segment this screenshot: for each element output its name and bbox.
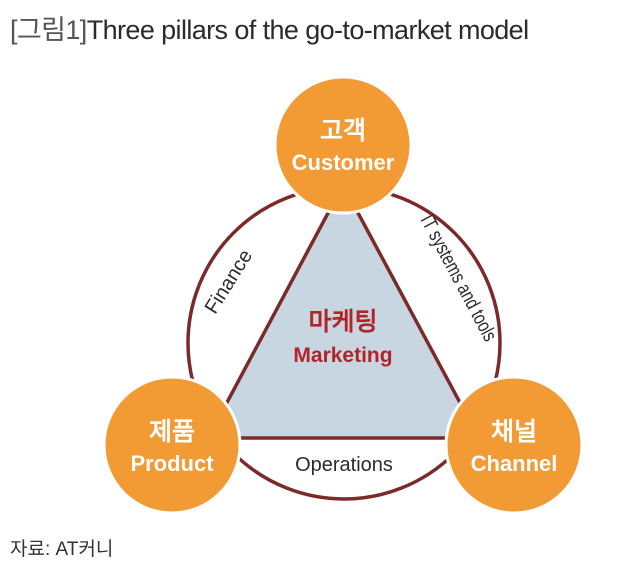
node-product: 제품 Product bbox=[102, 375, 242, 515]
edge-label-it-systems: IT systems and tools bbox=[416, 211, 501, 345]
node-customer-label-kr: 고객 bbox=[320, 117, 366, 145]
node-product-label-en: Product bbox=[130, 451, 214, 476]
marketing-triangle bbox=[206, 183, 481, 440]
node-product-label-kr: 제품 bbox=[149, 418, 195, 446]
source-note: 자료: AT커니 bbox=[10, 539, 114, 560]
node-channel-label-en: Channel bbox=[471, 451, 558, 476]
node-channel: 채널 Channel bbox=[444, 375, 584, 515]
node-customer: 고객 Customer bbox=[273, 75, 413, 215]
figure-title: [그림1]Three pillars of the go-to-market m… bbox=[10, 8, 529, 47]
node-product-circle bbox=[102, 375, 242, 515]
node-customer-circle bbox=[273, 75, 413, 215]
edge-label-finance: Finance bbox=[201, 246, 257, 318]
node-channel-circle bbox=[444, 375, 584, 515]
center-label-kr: 마케팅 bbox=[308, 308, 377, 336]
node-customer-label-en: Customer bbox=[292, 150, 395, 175]
figure-tag: [그림1] bbox=[10, 15, 87, 45]
node-channel-label-kr: 채널 bbox=[491, 418, 537, 446]
center-label-en: Marketing bbox=[293, 344, 392, 367]
figure-title-text: Three pillars of the go-to-market model bbox=[86, 15, 529, 45]
edge-label-operations: Operations bbox=[295, 454, 393, 476]
